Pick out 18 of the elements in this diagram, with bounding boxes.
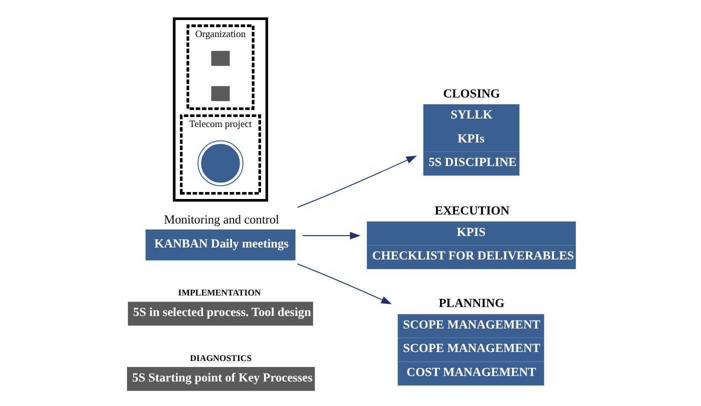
cluster: Organization bbox=[186, 24, 254, 110]
arrow bbox=[302, 232, 360, 240]
node-circle bbox=[197, 140, 243, 186]
node-label: EXECUTION bbox=[434, 204, 509, 218]
arrow bbox=[296, 156, 416, 208]
node-box: 5S Starting point of Key Processes bbox=[126, 367, 314, 391]
node-label: PLANNING bbox=[438, 296, 504, 310]
cluster bbox=[172, 17, 268, 202]
node-box: 5S in selected process. Tool design bbox=[127, 302, 313, 326]
node-label: CLOSING bbox=[442, 86, 500, 100]
node-label: IMPLEMENTATION bbox=[178, 288, 260, 298]
node-box: KANBAN Daily meetings bbox=[145, 229, 295, 260]
node-label: Monitoring and control bbox=[164, 212, 279, 226]
node-box bbox=[210, 85, 230, 102]
node-label: DIAGNOSTICS bbox=[190, 352, 252, 363]
cluster: Telecom project bbox=[179, 114, 261, 195]
node-box bbox=[210, 50, 230, 67]
arrow bbox=[296, 263, 392, 304]
